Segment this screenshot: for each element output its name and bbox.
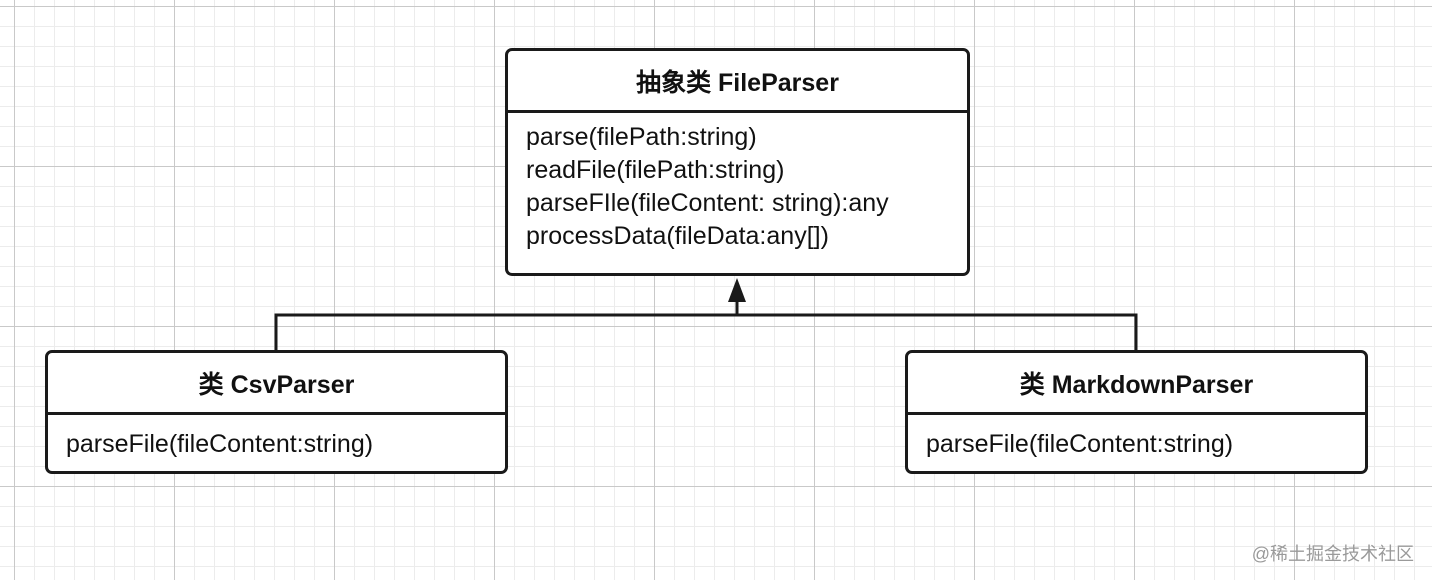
method-parse: parse(filePath:string) — [526, 123, 757, 151]
method-parsefile: parseFIle(fileContent: string):any — [526, 189, 889, 217]
class-fileparser-methods: parse(filePath:string) readFile(filePath… — [508, 113, 967, 253]
class-csvparser-title: 类 CsvParser — [48, 353, 505, 415]
method-processdata: processData(fileData:any[]) — [526, 222, 829, 250]
generalization-line — [274, 313, 1138, 350]
watermark: @稀土掘金技术社区 — [1251, 544, 1414, 564]
inheritance-arrowhead-icon — [728, 278, 746, 302]
class-csvparser[interactable]: 类 CsvParser parseFile(fileContent:string… — [45, 350, 508, 474]
method-parsefile: parseFile(fileContent:string) — [926, 430, 1234, 458]
class-fileparser-title: 抽象类 FileParser — [508, 51, 967, 113]
class-fileparser[interactable]: 抽象类 FileParser parse(filePath:string) re… — [505, 48, 970, 276]
class-markdownparser-title: 类 MarkdownParser — [908, 353, 1365, 415]
method-parsefile: parseFile(fileContent:string) — [66, 430, 374, 458]
method-readfile: readFile(filePath:string) — [526, 156, 785, 184]
class-markdownparser[interactable]: 类 MarkdownParser parseFile(fileContent:s… — [905, 350, 1368, 474]
class-csvparser-methods: parseFile(fileContent:string) — [48, 415, 505, 461]
class-markdownparser-methods: parseFile(fileContent:string) — [908, 415, 1365, 461]
